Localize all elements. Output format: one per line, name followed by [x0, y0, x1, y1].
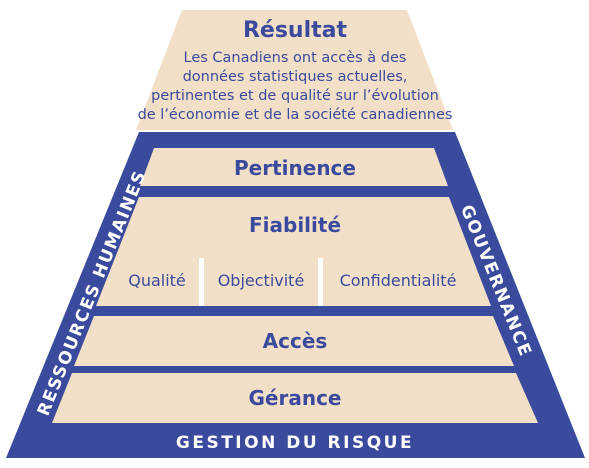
result-line-1: Les Canadiens ont accès à des — [184, 50, 407, 66]
result-block — [136, 10, 453, 130]
fiabilite-sub-confidentialite: Confidentialité — [340, 271, 457, 290]
separator-1 — [199, 258, 204, 306]
tier-gerance-label: Gérance — [249, 386, 342, 410]
tier-gerance — [52, 373, 538, 423]
result-title: Résultat — [243, 18, 348, 43]
tier-pertinence-label: Pertinence — [234, 156, 356, 180]
result-line-4: de l’économie et de la société canadienn… — [138, 107, 453, 123]
tier-fiabilite-label: Fiabilité — [249, 213, 341, 237]
tier-fiabilite — [96, 197, 491, 306]
tier-acces-label: Accès — [263, 329, 328, 353]
result-line-3: pertinentes et de qualité sur l’évolutio… — [151, 88, 439, 104]
fiabilite-sub-objectivite: Objectivité — [218, 271, 305, 290]
tier-acces — [74, 316, 514, 366]
separator-2 — [318, 258, 323, 306]
tier-pertinence — [140, 148, 448, 186]
fiabilite-sub-qualite: Qualité — [128, 271, 186, 290]
result-line-2: données statistiques actuelles, — [183, 69, 408, 85]
frame-label-bottom: GESTION DU RISQUE — [176, 433, 414, 453]
